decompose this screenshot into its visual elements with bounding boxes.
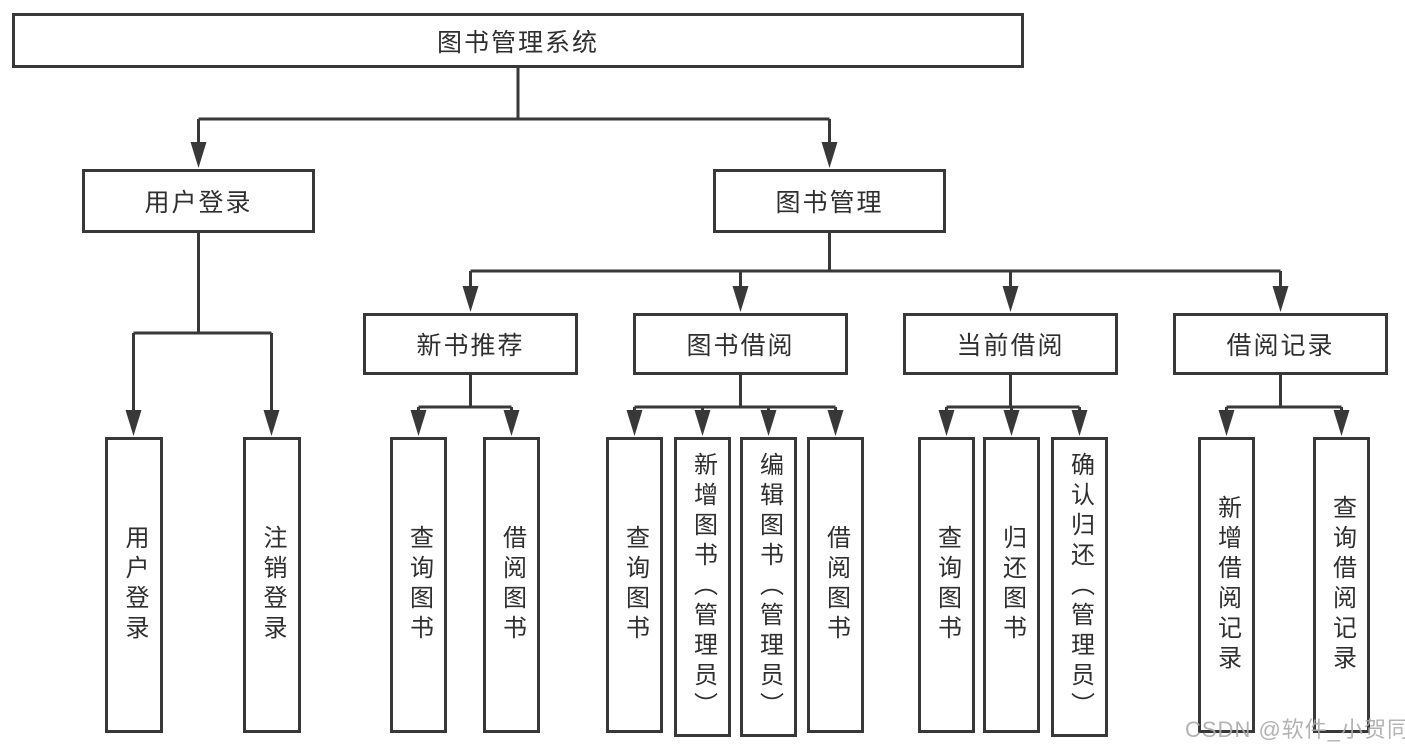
leaf-records-query-record: 查询借阅记录: [1313, 437, 1370, 733]
leaf-borrow-edit-books-admin: 编辑图书（管理员）: [740, 437, 797, 737]
leaf-borrow-borrow-books: 借阅图书: [807, 437, 864, 733]
node-book-borrow: 图书借阅: [633, 313, 848, 375]
leaf-borrow-query-books: 查询图书: [606, 437, 663, 733]
node-user-login: 用户登录: [82, 169, 315, 233]
leaf-newbook-query-books: 查询图书: [390, 437, 447, 733]
node-book-management: 图书管理: [713, 169, 946, 233]
leaf-logout-login: 注销登录: [243, 437, 301, 733]
arrowheads: [125, 142, 1350, 436]
node-new-book-recommend: 新书推荐: [363, 313, 578, 375]
leaf-newbook-borrow-books: 借阅图书: [483, 437, 540, 733]
leaf-borrow-add-books-admin: 新增图书（管理员）: [674, 437, 731, 737]
node-root: 图书管理系统: [12, 13, 1024, 68]
leaf-user-login: 用户登录: [105, 437, 163, 733]
leaf-records-add-record: 新增借阅记录: [1198, 437, 1255, 733]
node-borrow-records: 借阅记录: [1173, 313, 1388, 375]
node-current-borrow: 当前借阅: [903, 313, 1118, 375]
leaf-current-return-books: 归还图书: [983, 437, 1040, 733]
leaf-current-query-books: 查询图书: [918, 437, 975, 733]
leaf-current-confirm-return-admin: 确认归还（管理员）: [1051, 437, 1108, 737]
watermark: CSDN @软件_小贺同学: [1185, 717, 1405, 742]
